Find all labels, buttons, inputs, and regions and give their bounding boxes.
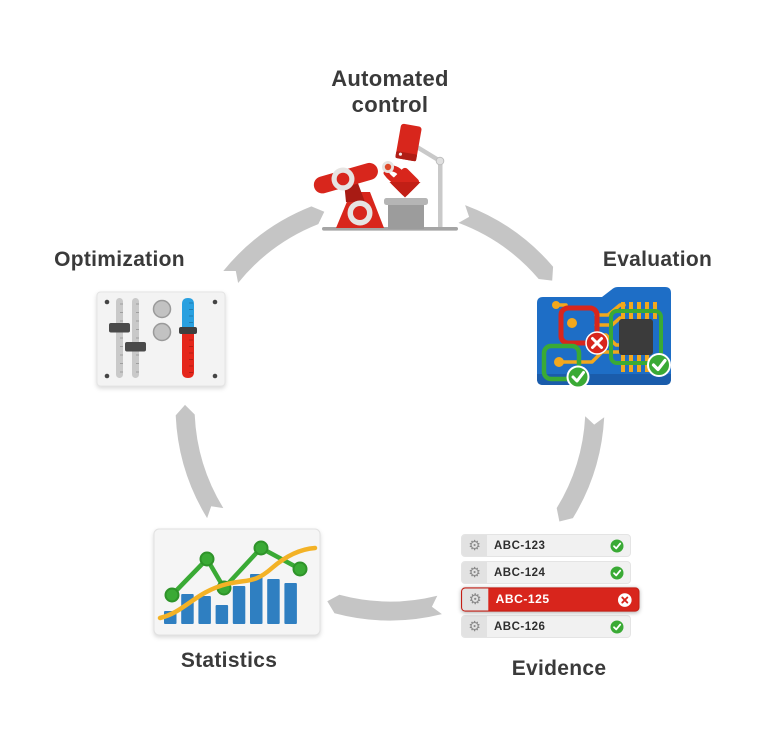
- work-table: [384, 198, 428, 229]
- flow-arrow: [327, 594, 442, 621]
- node-label-statistics: Statistics: [180, 649, 278, 672]
- knob[interactable]: [152, 322, 172, 342]
- evidence-row[interactable]: ⚙ ABC-125: [461, 587, 640, 612]
- evidence-list: ⚙ ABC-123 ⚙ ABC-124 ⚙ ABC-125 ⚙ ABC-126: [461, 534, 640, 638]
- gear-icon: ⚙: [462, 535, 487, 556]
- slider-ticks: [120, 303, 123, 373]
- node-label-optimization: Optimization: [54, 248, 185, 271]
- check-badge: [610, 620, 624, 633]
- bar: [267, 579, 280, 624]
- check-badge: [610, 539, 624, 552]
- evidence-id: ABC-126: [494, 620, 546, 633]
- evidence-id: ABC-124: [494, 566, 546, 579]
- gear-icon: ⚙: [462, 562, 487, 583]
- evidence-id: ABC-125: [495, 593, 550, 606]
- status-badge: [617, 592, 632, 607]
- label-line: control: [351, 92, 429, 117]
- check-icon: [613, 569, 622, 576]
- line-marker: [199, 551, 215, 567]
- check-badge: [610, 566, 624, 579]
- line-marker: [253, 540, 269, 556]
- node-label-evaluation: Evaluation: [602, 248, 713, 271]
- failed-component-frame: [558, 305, 600, 346]
- evidence-row[interactable]: ⚙ ABC-126: [461, 615, 631, 638]
- level-gauge: [179, 298, 197, 378]
- bar: [284, 583, 297, 624]
- carried-cube: [389, 167, 421, 198]
- node-label-automated-control: Automated control: [290, 66, 490, 118]
- robot-arm-icon: [313, 123, 458, 231]
- chip: [619, 319, 653, 355]
- robot-body: [313, 161, 421, 228]
- label-line: Automated: [331, 66, 449, 91]
- status-badge: [610, 539, 624, 553]
- flow-arrow: [556, 416, 605, 522]
- control-panel-icon: [96, 291, 226, 387]
- cross-icon: [591, 337, 603, 349]
- gauge-handle[interactable]: [179, 327, 197, 334]
- check-icon: [571, 371, 585, 383]
- bar: [250, 574, 263, 624]
- slider-track: [116, 298, 123, 378]
- camera-pole: [438, 160, 443, 229]
- camera-pole-arm: [414, 144, 443, 164]
- check-icon: [651, 358, 667, 372]
- chart-plot: [157, 540, 318, 624]
- bar: [215, 605, 229, 624]
- passed-component-frame: [541, 343, 582, 382]
- node-label-evidence: Evidence: [511, 657, 607, 680]
- evidence-id: ABC-123: [494, 539, 546, 552]
- status-badge: [610, 566, 624, 580]
- slider-handle[interactable]: [125, 342, 146, 352]
- panel-screws: [104, 299, 218, 379]
- cross-icon: [621, 596, 629, 603]
- chip-highlight-frame: [609, 309, 663, 365]
- check-badge: [647, 353, 671, 377]
- line-marker: [292, 561, 308, 577]
- gear-icon: ⚙: [462, 616, 487, 637]
- camera: [395, 123, 422, 162]
- cross-badge: [617, 592, 632, 607]
- gear-icon: ⚙: [462, 588, 489, 611]
- statistics-chart-icon: [153, 528, 321, 636]
- check-icon: [613, 542, 622, 549]
- flow-arrow: [458, 205, 554, 281]
- line-marker: [164, 587, 180, 603]
- bar: [232, 586, 246, 624]
- check-badge: [566, 365, 590, 389]
- bar: [198, 596, 211, 624]
- circuit-board-icon: [537, 287, 671, 389]
- evidence-row[interactable]: ⚙ ABC-124: [461, 561, 631, 584]
- status-badge: [610, 620, 624, 634]
- slider-handle[interactable]: [109, 323, 130, 333]
- flow-arrow: [223, 206, 325, 283]
- trend-curve: [157, 545, 318, 621]
- flow-arrow: [175, 404, 224, 519]
- cross-badge: [585, 331, 609, 355]
- evidence-row[interactable]: ⚙ ABC-123: [461, 534, 631, 557]
- pole-joint: [435, 156, 445, 166]
- knob[interactable]: [152, 299, 172, 319]
- slider-track: [132, 298, 139, 378]
- check-icon: [613, 623, 622, 630]
- pcb-vias: [552, 301, 577, 367]
